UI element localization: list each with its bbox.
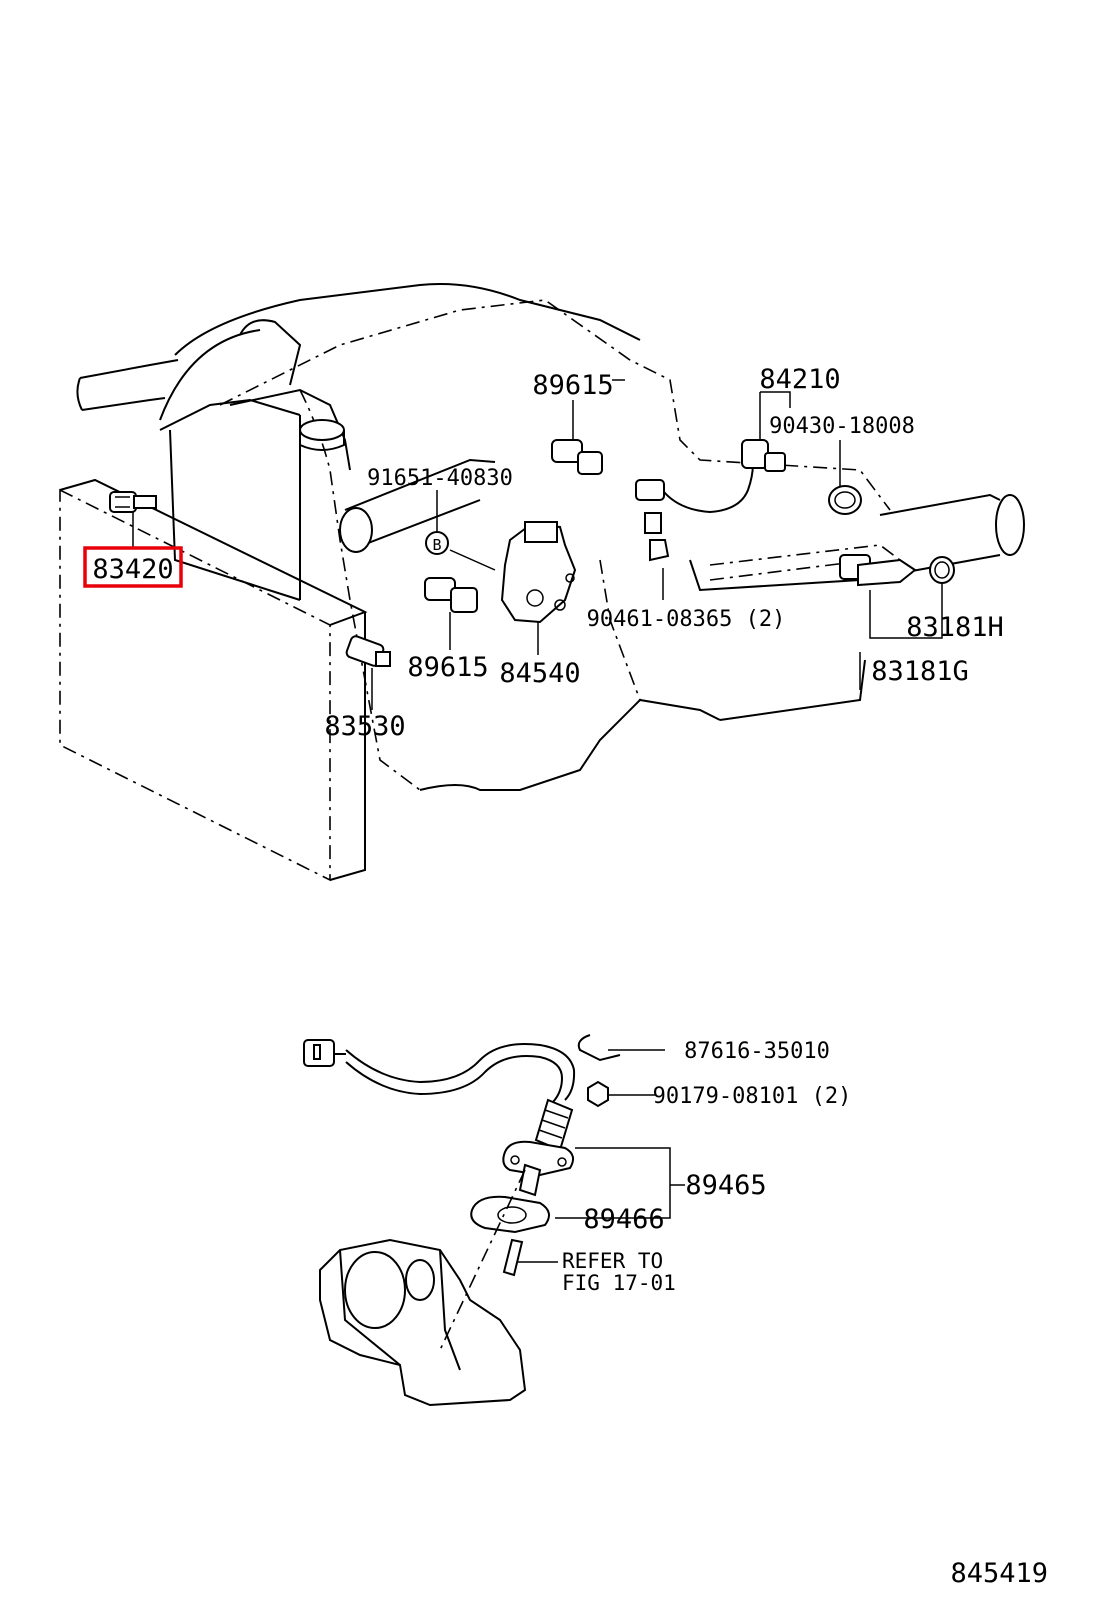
refer-to-line2: FIG 17-01	[562, 1271, 676, 1295]
refer-to-line1: REFER TO	[562, 1249, 663, 1273]
switch-84540	[500, 521, 577, 624]
callout-83530[interactable]: 83530	[324, 711, 405, 742]
callout-91651-40830[interactable]: 91651-40830	[367, 466, 513, 491]
leader-lines-top	[132, 379, 943, 710]
sensor-83420	[109, 491, 157, 513]
callout-89466[interactable]: 89466	[583, 1204, 664, 1235]
callout-84210[interactable]: 84210	[759, 364, 840, 395]
sensor-83181g	[839, 554, 917, 587]
callout-83420[interactable]: 83420	[92, 554, 173, 585]
radiator	[59, 478, 368, 882]
leader-lines-lower	[518, 1049, 685, 1263]
marker-b-label: B	[432, 536, 441, 554]
marker-b: B	[425, 531, 449, 555]
harness-84210	[635, 439, 786, 562]
callout-90430-18008[interactable]: 90430-18008	[769, 414, 915, 439]
oxygen-sensor-assembly	[303, 1034, 621, 1407]
callout-89465[interactable]: 89465	[685, 1170, 766, 1201]
gasket-83181h	[929, 556, 955, 584]
gasket-90430	[828, 485, 862, 515]
sensor-89615-lower	[424, 577, 478, 613]
engine-assembly	[76, 283, 1025, 791]
callout-83181h[interactable]: 83181H	[906, 612, 1004, 643]
callout-84540[interactable]: 84540	[499, 658, 580, 689]
callout-89615-lower[interactable]: 89615	[407, 652, 488, 683]
sensor-89615-top	[551, 439, 603, 475]
callout-83181g[interactable]: 83181G	[871, 656, 969, 687]
highlight-box-83420	[83, 546, 183, 588]
callout-87616-35010[interactable]: 87616-35010	[684, 1039, 830, 1064]
sensor-83530	[345, 635, 391, 667]
figure-number: 845419	[950, 1558, 1048, 1589]
callout-90461-08365[interactable]: 90461-08365 (2)	[587, 607, 786, 632]
callout-89615-top[interactable]: 89615	[532, 370, 613, 401]
callout-90179-08101[interactable]: 90179-08101 (2)	[653, 1084, 852, 1109]
callouts: 83420 83530 89615 89615 91651-40830 8454…	[83, 364, 1048, 1589]
